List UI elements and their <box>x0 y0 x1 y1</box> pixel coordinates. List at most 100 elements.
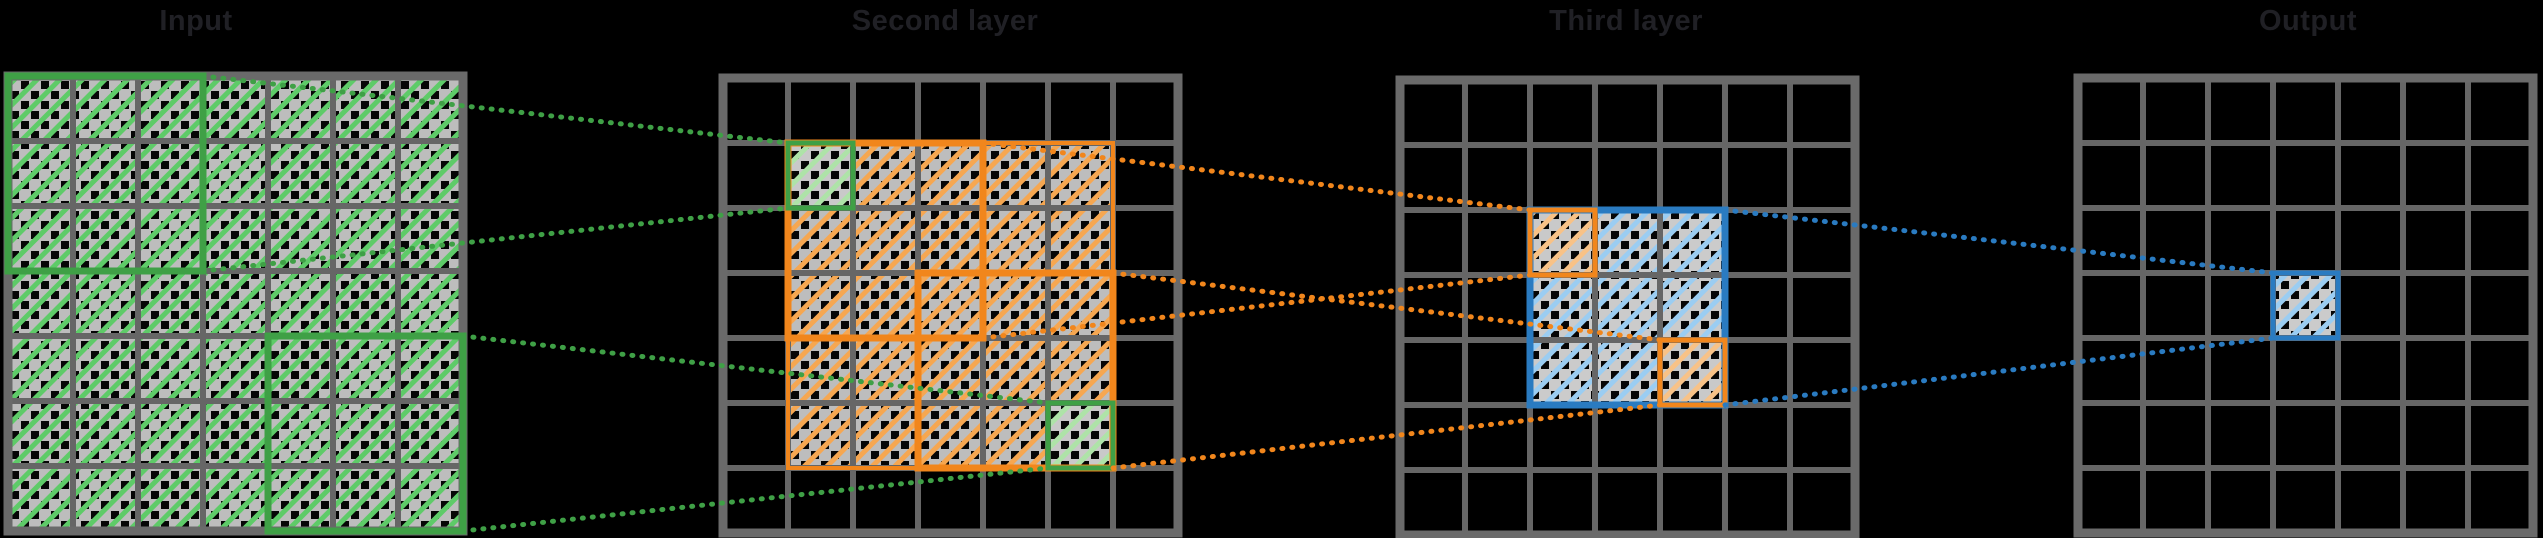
cell-hatch <box>333 206 398 271</box>
blue-highlight-cell-border <box>2270 270 2341 341</box>
orange-connector-line <box>1110 270 1663 343</box>
cell-hatch <box>8 466 73 531</box>
cell-hatch <box>788 143 853 208</box>
cell-hatch <box>1660 340 1725 405</box>
orange-highlight-cell-border <box>1527 207 1598 278</box>
cell-hatch <box>333 466 398 531</box>
cell-hatch <box>203 76 268 141</box>
cell-hatch <box>73 206 138 271</box>
cell-hatch <box>1048 273 1113 338</box>
cell-hatch <box>203 336 268 401</box>
cell-hatch <box>788 208 853 273</box>
cell-hatch <box>918 143 983 208</box>
cell-hatch <box>1048 143 1113 208</box>
cell-hatch <box>983 403 1048 468</box>
green-connector-line <box>460 333 1051 406</box>
cell-hatch <box>1530 340 1595 405</box>
cell-hatch <box>138 206 203 271</box>
second-layer-grid <box>718 73 1183 538</box>
input-grid <box>3 71 468 536</box>
cell-hatch <box>8 141 73 206</box>
green-receptive-field-box <box>4 72 207 275</box>
cell-hatch <box>8 271 73 336</box>
cell-hatch <box>203 206 268 271</box>
cell-hatch <box>918 273 983 338</box>
cell-hatch <box>398 76 463 141</box>
cell-hatch <box>853 338 918 403</box>
cell-hatch <box>788 273 853 338</box>
green-connector-line <box>200 73 791 146</box>
cell-hatch <box>1660 275 1725 340</box>
cell-hatch <box>333 336 398 401</box>
cell-hatch <box>398 271 463 336</box>
cell-hatch <box>1048 338 1113 403</box>
cell-hatch <box>333 401 398 466</box>
cell-hatch <box>398 141 463 206</box>
cell-hatch <box>138 141 203 206</box>
cell-hatch <box>1660 210 1725 275</box>
cell-hatch <box>1530 275 1595 340</box>
orange-connector-line <box>980 272 1533 341</box>
blue-receptive-field-box <box>1526 206 1729 409</box>
cell-hatch <box>1530 210 1595 275</box>
cell-hatch <box>268 141 333 206</box>
orange-receptive-field-box <box>784 139 987 342</box>
label-second-layer: Second layer <box>851 5 1039 37</box>
cell-hatch <box>398 206 463 271</box>
cell-hatch <box>73 336 138 401</box>
cell-hatch <box>788 338 853 403</box>
cell-hatch <box>1595 210 1660 275</box>
cell-hatch <box>853 403 918 468</box>
cell-hatch <box>398 336 463 401</box>
cell-hatch <box>983 208 1048 273</box>
cell-hatch <box>138 271 203 336</box>
cell-hatch <box>268 401 333 466</box>
cell-hatch <box>333 141 398 206</box>
orange-receptive-field-box <box>914 269 1117 472</box>
cell-hatch <box>203 466 268 531</box>
cell-hatch <box>1048 208 1113 273</box>
green-receptive-field-box <box>264 332 467 535</box>
cell-hatch <box>2273 273 2338 338</box>
cell-hatch <box>268 466 333 531</box>
cell-hatch <box>73 401 138 466</box>
cell-hatch <box>983 143 1048 208</box>
cell-hatch <box>333 76 398 141</box>
grid-border <box>718 73 1183 538</box>
green-highlight-cell-border <box>785 140 856 211</box>
cell-hatch <box>853 273 918 338</box>
cell-hatch <box>203 141 268 206</box>
cell-hatch <box>73 76 138 141</box>
output-grid <box>2073 73 2538 538</box>
cell-hatch <box>73 141 138 206</box>
label-output: Output <box>2258 5 2358 37</box>
cell-hatch <box>138 466 203 531</box>
cell-hatch <box>268 271 333 336</box>
cell-hatch <box>8 206 73 271</box>
cell-hatch <box>983 273 1048 338</box>
cell-hatch <box>203 271 268 336</box>
grid-border <box>3 71 468 536</box>
cell-hatch <box>983 338 1048 403</box>
blue-connector-line <box>1722 335 2276 408</box>
orange-highlight-cell-border <box>1657 337 1728 408</box>
cell-hatch <box>8 336 73 401</box>
cell-hatch <box>268 336 333 401</box>
cell-hatch <box>203 401 268 466</box>
cell-hatch <box>1595 275 1660 340</box>
third-layer-grid <box>1395 75 1860 538</box>
green-connector-line <box>200 205 791 274</box>
cell-hatch <box>333 271 398 336</box>
blue-connector-line <box>1722 207 2276 276</box>
green-highlight-cell-border <box>1045 400 1116 471</box>
orange-connector-line <box>980 140 1533 213</box>
grid-border <box>2073 73 2538 538</box>
cell-hatch <box>138 76 203 141</box>
cell-hatch <box>138 401 203 466</box>
cell-hatch <box>1595 340 1660 405</box>
cell-hatch <box>73 466 138 531</box>
cell-hatch <box>853 143 918 208</box>
label-third-layer: Third layer <box>1549 5 1703 37</box>
cell-hatch <box>918 208 983 273</box>
